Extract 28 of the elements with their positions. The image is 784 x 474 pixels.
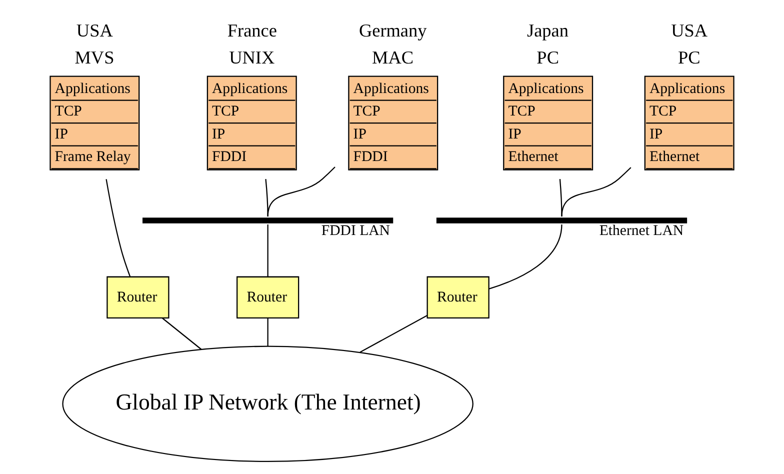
node-bar <box>436 218 688 224</box>
node-label: PC <box>678 48 700 68</box>
node-box: Router <box>106 276 170 318</box>
node-label: FDDI LAN <box>321 223 390 240</box>
connector <box>360 315 428 353</box>
connector <box>561 167 632 217</box>
connector <box>106 179 131 277</box>
node-label: MVS <box>74 48 114 68</box>
node-bar <box>142 218 394 224</box>
connector <box>162 318 202 350</box>
node-ellipse: Global IP Network (The Internet) <box>62 346 474 462</box>
node-label: PC <box>536 48 559 68</box>
connector <box>267 224 268 277</box>
connector <box>559 179 562 216</box>
node-label: USA <box>671 20 708 40</box>
connector <box>265 178 268 216</box>
node-label: Ethernet LAN <box>599 223 684 240</box>
node-box: Router <box>426 276 490 318</box>
node-label: Germany <box>358 20 427 40</box>
node-label: Japan <box>527 20 568 40</box>
connector <box>267 166 336 217</box>
node-box: Router <box>236 276 300 318</box>
connector <box>489 224 562 290</box>
node-label: France <box>227 20 277 40</box>
node-label: USA <box>76 20 113 40</box>
node-label: MAC <box>372 48 414 68</box>
node-label: UNIX <box>229 48 275 68</box>
connector <box>267 318 268 346</box>
